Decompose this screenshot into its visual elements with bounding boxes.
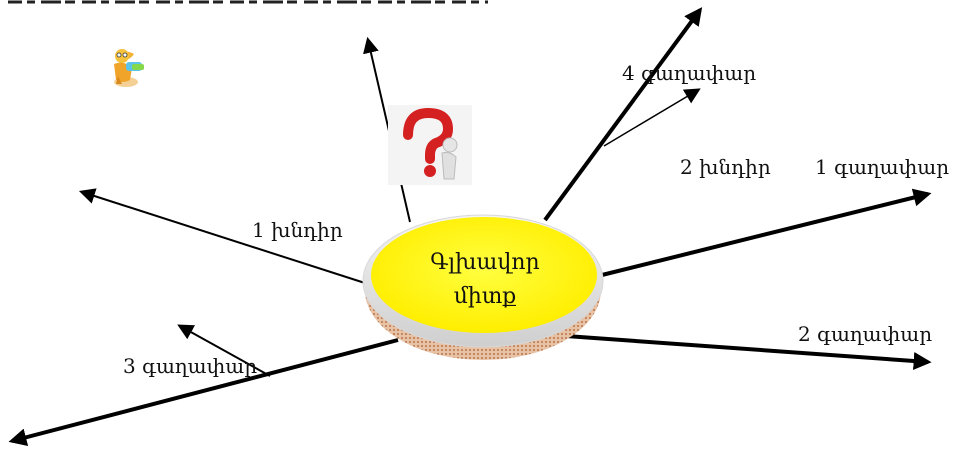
arrow-idea4-branch bbox=[603, 88, 701, 147]
arrow-to-left-problem bbox=[78, 188, 369, 285]
label-idea-3: 3 գաղափար bbox=[123, 354, 258, 378]
center-line-2: միտք bbox=[453, 284, 517, 309]
label-idea-4: 4 գաղափար bbox=[622, 61, 757, 85]
center-line-1: Գլխավոր bbox=[430, 250, 540, 275]
question-mark-figure-icon bbox=[388, 105, 472, 185]
center-oval bbox=[362, 214, 604, 360]
arrow-to-top-right bbox=[543, 7, 703, 222]
arrow-to-right-idea2 bbox=[565, 334, 932, 370]
label-problem-2: 2 խնդիր bbox=[680, 155, 771, 179]
arrow-to-bottom-left bbox=[8, 338, 399, 447]
label-idea-2: 2 գաղափար bbox=[798, 322, 933, 346]
center-idea-text: Գլխավոր միտք bbox=[395, 246, 575, 314]
arrow-to-right-idea1 bbox=[601, 188, 932, 277]
label-problem-1: 1 խնդիր bbox=[252, 218, 343, 242]
label-idea-1: 1 գաղափար bbox=[815, 155, 950, 179]
arrow-idea3-branch bbox=[177, 324, 271, 377]
cartoon-character-icon bbox=[114, 49, 144, 87]
top-cropped-text bbox=[0, 0, 500, 6]
